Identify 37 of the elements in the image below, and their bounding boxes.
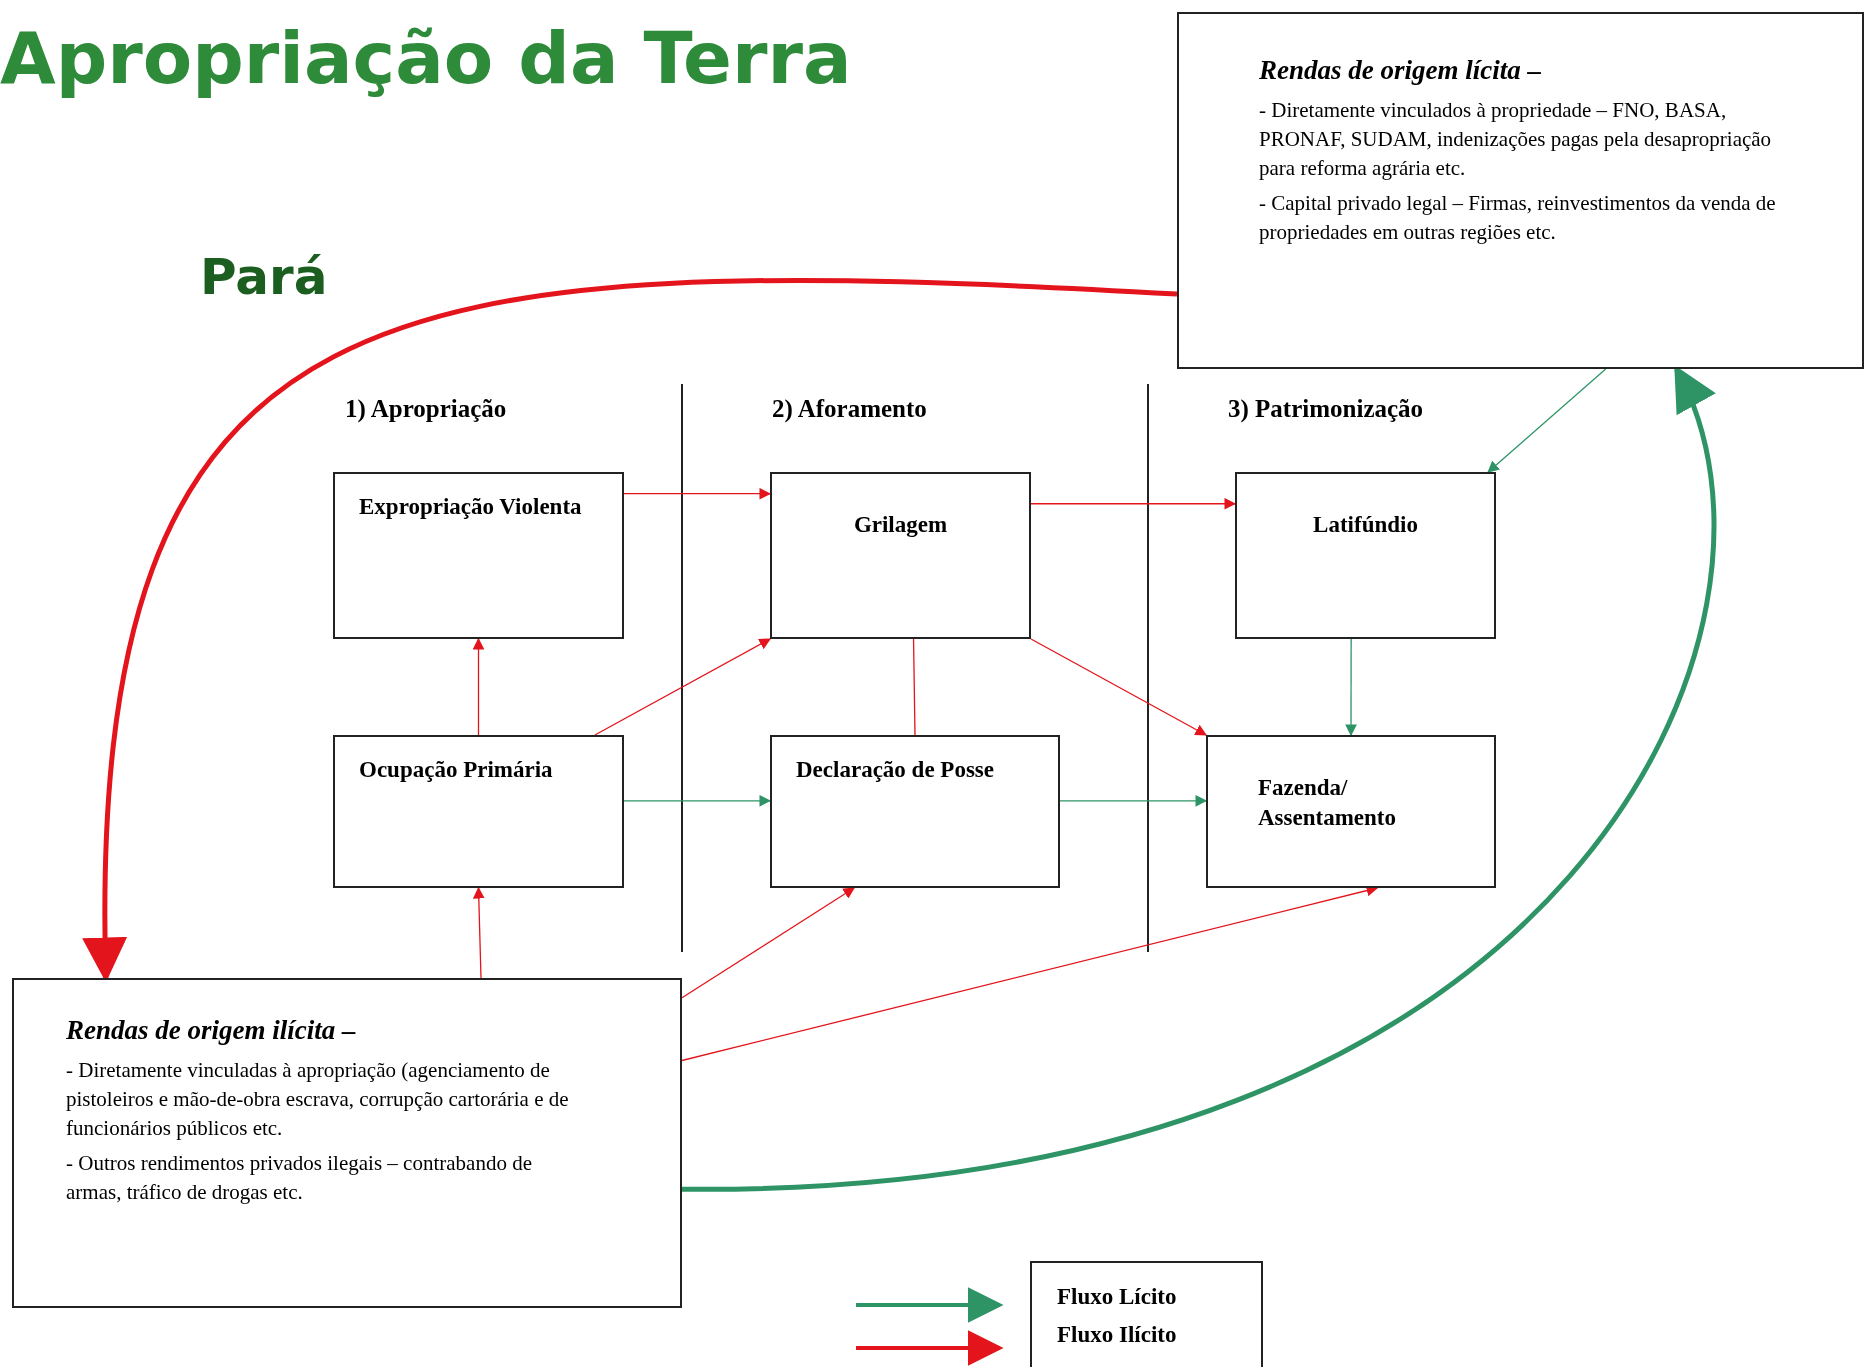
process-box <box>770 735 1060 888</box>
arrow <box>1030 497 1237 510</box>
note-text: - Diretamente vinculados à propriedade – FNO, BASA, PRONAF, SUDAM, indenizações pagas pela desapropriação para reforma agrária etc. <box>1259 96 1773 182</box>
process-box <box>1206 735 1496 888</box>
note-heading: Rendas de origem ilícita – <box>66 1014 357 1047</box>
note-text: - Capital privado legal – Firmas, reinvestimentos da venda de propriedades em outras regiões etc. <box>1259 189 1777 246</box>
box-label: Fazenda/ Assentamento <box>1258 774 1397 832</box>
arrow <box>1345 638 1357 737</box>
process-box <box>770 472 1031 639</box>
arrow <box>1059 794 1208 807</box>
note-box <box>12 978 682 1308</box>
legend-label: Fluxo Lícito <box>1057 1283 1178 1311</box>
arrow <box>623 487 772 500</box>
column-header: 1) Apropriação <box>345 394 507 425</box>
note-text: - Outros rendimentos privados ilegais – contrabando de armas, tráfico de drogas etc. <box>66 1149 533 1206</box>
box-label: Grilagem <box>852 511 949 539</box>
legend-label: Fluxo Ilícito <box>1057 1321 1178 1349</box>
note-box <box>1177 12 1864 369</box>
process-box <box>333 472 624 639</box>
arrow <box>623 794 772 807</box>
box-label: Declaração de Posse <box>796 756 995 784</box>
box-label: Expropriação Violenta <box>359 493 583 521</box>
process-box <box>333 735 624 888</box>
process-box <box>1235 472 1496 639</box>
column-header: 2) Aforamento <box>772 394 927 425</box>
region-label: Pará <box>200 247 328 308</box>
note-text: - Diretamente vinculadas à apropriação (agenciamento de pistoleiros e mão-de-obra escrava, corrupção cartorária e de funcionários públicos etc. <box>66 1056 570 1142</box>
box-label: Ocupação Primária <box>359 756 554 784</box>
arrow <box>472 637 485 736</box>
arrow <box>472 886 485 979</box>
box-label: Latifúndio <box>1312 511 1419 539</box>
arrow <box>681 887 856 999</box>
column-header: 3) Patrimonização <box>1228 394 1424 425</box>
arrow <box>594 638 772 736</box>
note-heading: Rendas de origem lícita – <box>1259 54 1542 87</box>
arrow <box>1030 638 1208 736</box>
arrow <box>1487 368 1607 473</box>
